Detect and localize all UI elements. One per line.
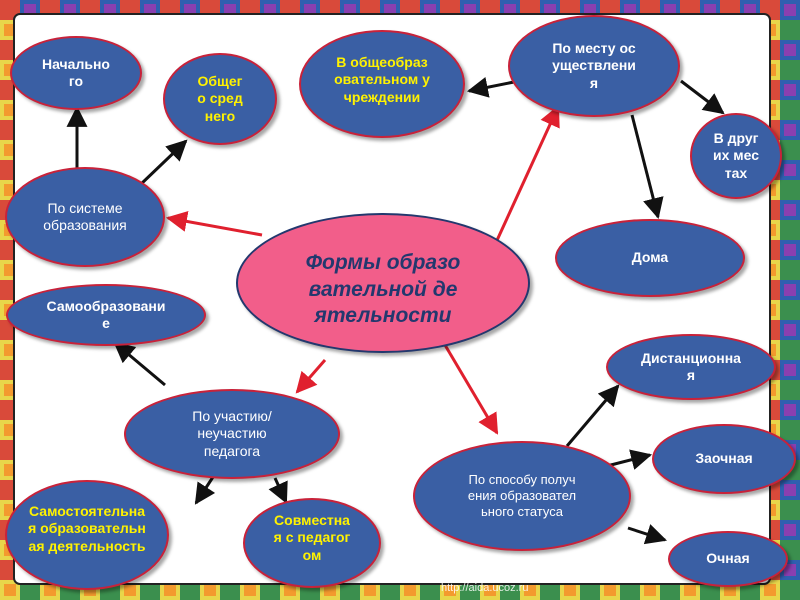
link-center-to-by-method xyxy=(445,345,497,433)
node-by-place: По месту осуществления xyxy=(508,15,680,117)
node-other-places: В других местах xyxy=(690,113,782,199)
node-center-label: Формы образовательной деятельности xyxy=(303,250,463,330)
node-in-school-label: В общеобразовательном учреждении xyxy=(333,54,431,105)
link-by-place-to-home xyxy=(632,115,658,217)
node-extramural-label: Заочная xyxy=(695,450,752,467)
node-home-label: Дома xyxy=(632,249,668,266)
link-center-to-by-system xyxy=(168,218,262,235)
node-independent-label: Самостоятельная образовательная деятельн… xyxy=(26,503,148,554)
node-extramural: Заочная xyxy=(652,424,796,494)
node-home: Дома xyxy=(555,219,745,297)
node-by-method: По способу получения образовательного ст… xyxy=(413,441,631,551)
link-by-teacher-to-independent xyxy=(196,477,213,503)
node-full-time: Очная xyxy=(668,531,788,587)
watermark: http://aida.ucoz.ru xyxy=(441,582,528,594)
node-center: Формы образовательной деятельности xyxy=(236,213,530,353)
node-by-system-label: По системе образования xyxy=(43,200,127,234)
node-distance: Дистанционная xyxy=(606,334,776,400)
link-by-teacher-to-with-teacher xyxy=(275,478,286,502)
node-other-places-label: В других местах xyxy=(712,130,760,181)
link-by-method-to-distance xyxy=(567,386,618,446)
link-center-to-by-place xyxy=(488,107,558,260)
node-by-teacher-label: По участию/неучастию педагога xyxy=(172,408,292,459)
node-by-teacher: По участию/неучастию педагога xyxy=(124,389,340,479)
link-center-to-by-teacher xyxy=(297,360,325,392)
node-independent: Самостоятельная образовательная деятельн… xyxy=(5,480,169,590)
node-in-school: В общеобразовательном учреждении xyxy=(299,30,465,138)
link-by-place-to-other xyxy=(681,81,723,113)
node-by-method-label: По способу получения образовательного ст… xyxy=(466,472,578,520)
node-self-education-label: Самообразование xyxy=(46,298,166,332)
link-by-teacher-to-self xyxy=(115,343,165,385)
node-initial: Начального xyxy=(10,36,142,110)
link-by-place-to-school xyxy=(469,82,514,91)
node-by-place-label: По месту осуществления xyxy=(549,40,639,91)
node-full-time-label: Очная xyxy=(706,550,749,567)
node-general-secondary: Общего среднего xyxy=(163,53,277,145)
node-general-secondary-label: Общего среднего xyxy=(194,73,246,124)
node-self-education: Самообразование xyxy=(6,284,206,346)
node-with-teacher: Совместная с педагогом xyxy=(243,498,381,588)
link-by-system-to-general xyxy=(140,141,186,185)
node-distance-label: Дистанционная xyxy=(641,350,741,384)
link-by-method-to-full-time xyxy=(628,528,665,540)
node-with-teacher-label: Совместная с педагогом xyxy=(272,512,352,563)
node-by-system: По системе образования xyxy=(5,167,165,267)
node-initial-label: Начального xyxy=(40,56,112,90)
